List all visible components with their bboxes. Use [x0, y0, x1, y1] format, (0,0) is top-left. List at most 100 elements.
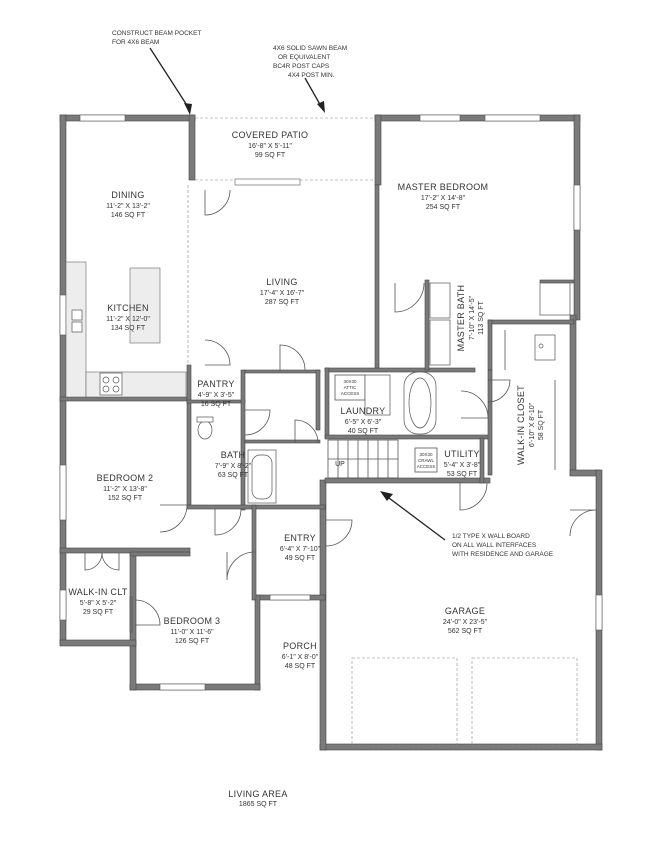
room-dims: 5'-4" X 3'-8" [444, 462, 481, 469]
annotation-wall-board: 1/2 TYPE X WALL BOARD ON ALL WALL INTERF… [452, 533, 554, 558]
room-living: LIVING 17'-4" X 16'-7" 287 SQ FT [260, 277, 305, 306]
room-area: 48 SQ FT [285, 663, 316, 670]
room-dims: 17'-4" X 16'-7" [260, 290, 305, 297]
room-dims: 11'-2" X 13'-2" [106, 203, 150, 210]
interior-walls [59, 184, 575, 601]
room-porch: PORCH 6'-1" X 8'-0" 48 SQ FT [282, 641, 319, 670]
room-name: BEDROOM 2 [97, 473, 154, 483]
room-dims: 4'-9" X 3'-5" [198, 392, 235, 399]
windows [59, 114, 603, 691]
room-walkin-closet: WALK-IN CLOSET 6'-10" X 8'-10" 58 SQ FT [516, 385, 545, 465]
room-name: UTILITY [444, 449, 480, 459]
room-area: 40 SQ FT [348, 428, 379, 435]
room-area: 29 SQ FT [83, 609, 114, 616]
annotation-solid-beam: 4X6 SOLID SAWN BEAM OR EQUIVALENT BC4R P… [273, 45, 347, 79]
room-name: LIVING [266, 277, 297, 287]
living-area-summary: LIVING AREA 1865 SQ FT [228, 789, 287, 808]
room-name: BATH [221, 450, 246, 460]
note-line: ACCESS [341, 391, 360, 396]
room-pantry: PANTRY 4'-9" X 3'-5" 16 SQ FT [197, 379, 234, 408]
room-dims: 11'-2" X 12'-0" [106, 316, 150, 323]
room-bath: BATH 7'-9" X 8'-2" 63 SQ FT [215, 450, 252, 479]
room-dims: 7'-10" X 14'-5" [469, 295, 476, 340]
room-master-bedroom: MASTER BEDROOM 17'-2" X 14'-8" 254 SQ FT [398, 182, 489, 211]
room-dims: 17'-2" X 14'-8" [421, 195, 466, 202]
room-entry: ENTRY 6'-4" X 7'-10" 49 SQ FT [280, 533, 321, 562]
note-line: FOR 4X6 BEAM [112, 39, 159, 46]
room-area: 49 SQ FT [285, 555, 316, 562]
room-area: 113 SQ FT [478, 300, 485, 334]
room-dims: 6'-10" X 8'-10" [529, 402, 536, 447]
bath-fixtures [196, 282, 571, 504]
room-name: LAUNDRY [341, 406, 386, 416]
room-dims: 24'-0" X 23'-5" [443, 619, 488, 626]
room-name: MASTER BEDROOM [398, 182, 489, 192]
stairs [327, 439, 399, 479]
note-line: BC4R POST CAPS [273, 63, 330, 70]
note-line: CONSTRUCT BEAM POCKET [112, 30, 201, 37]
room-bedroom-2: BEDROOM 2 11'-2" X 13'-8" 152 SQ FT [97, 473, 154, 502]
room-area: 126 SQ FT [175, 638, 210, 645]
note-line: WITH RESIDENCE AND GARAGE [452, 551, 554, 558]
summary-area: 1865 SQ FT [239, 801, 278, 808]
room-area: 16 SQ FT [201, 401, 232, 408]
summary-label: LIVING AREA [228, 789, 287, 799]
room-area: 63 SQ FT [218, 472, 249, 479]
room-dims: 16'-8" X 5'-11" [248, 143, 292, 150]
room-area: 254 SQ FT [426, 204, 461, 211]
note-line: OR EQUIVALENT [278, 54, 330, 61]
room-name: MASTER BATH [456, 285, 466, 352]
room-name: GARAGE [445, 606, 485, 616]
note-line: CRAWL [418, 458, 435, 463]
room-area: 134 SQ FT [111, 325, 146, 332]
room-dims: 5'-8" X 5'-2" [80, 600, 117, 607]
room-area: 152 SQ FT [108, 495, 143, 502]
room-name: WALK-IN CLOSET [516, 385, 526, 465]
room-dims: 11'-0" X 11'-6" [170, 629, 214, 636]
room-name: KITCHEN [107, 303, 149, 313]
room-name: BEDROOM 3 [164, 616, 221, 626]
dashed-lines [187, 117, 578, 747]
room-dims: 6'-1" X 8'-0" [282, 654, 319, 661]
note-line: ACCESS [417, 464, 436, 469]
room-utility: UTILITY 5'-4" X 3'-8" 53 SQ FT [444, 449, 481, 478]
room-name: ENTRY [284, 533, 316, 543]
note-line: 30X30 [419, 452, 433, 457]
room-garage: GARAGE 24'-0" X 23'-5" 562 SQ FT [443, 606, 488, 635]
stair-up-label: UP [335, 461, 345, 468]
room-dims: 6'-5" X 6'-3" [345, 419, 382, 426]
note-line: 4X6 SOLID SAWN BEAM [273, 45, 347, 52]
crawl-access-label: 30X30 CRAWL ACCESS [417, 452, 436, 469]
note-line: 1/2 TYPE X WALL BOARD [452, 533, 530, 540]
room-area: 562 SQ FT [448, 628, 483, 635]
room-name: COVERED PATIO [232, 130, 309, 140]
room-dims: 6'-4" X 7'-10" [280, 546, 321, 553]
note-line: 4X4 POST MIN. [288, 72, 335, 79]
room-dims: 11'-2" X 13'-8" [103, 486, 147, 493]
note-line: ATTIC [344, 385, 357, 390]
room-area: 146 SQ FT [111, 212, 146, 219]
room-area: 99 SQ FT [255, 152, 286, 159]
note-line: 30X30 [343, 379, 357, 384]
room-bedroom-3: BEDROOM 3 11'-0" X 11'-6" 126 SQ FT [164, 616, 221, 645]
room-master-bath: MASTER BATH 7'-10" X 14'-5" 113 SQ FT [456, 285, 485, 352]
access-panels [129, 330, 556, 633]
room-area: 58 SQ FT [538, 409, 545, 440]
leader-arrows [149, 47, 446, 541]
room-area: 287 SQ FT [265, 299, 300, 306]
door-swings [84, 189, 597, 626]
room-name: PANTRY [197, 379, 234, 389]
annotation-beam-pocket: CONSTRUCT BEAM POCKET FOR 4X6 BEAM [112, 30, 201, 46]
kitchen-cabinets [65, 261, 187, 398]
room-name: WALK-IN CLT [68, 587, 128, 597]
room-kitchen: KITCHEN 11'-2" X 12'-0" 134 SQ FT [106, 303, 150, 332]
room-name: DINING [111, 190, 144, 200]
room-dining: DINING 11'-2" X 13'-2" 146 SQ FT [106, 190, 150, 219]
room-covered-patio: COVERED PATIO 16'-8" X 5'-11" 99 SQ FT [232, 130, 309, 159]
room-name: PORCH [283, 641, 317, 651]
note-line: ON ALL WALL INTERFACES [452, 542, 537, 549]
room-dims: 7'-9" X 8'-2" [215, 463, 252, 470]
room-area: 53 SQ FT [447, 471, 478, 478]
room-laundry: LAUNDRY 6'-5" X 6'-3" 40 SQ FT [341, 406, 386, 435]
